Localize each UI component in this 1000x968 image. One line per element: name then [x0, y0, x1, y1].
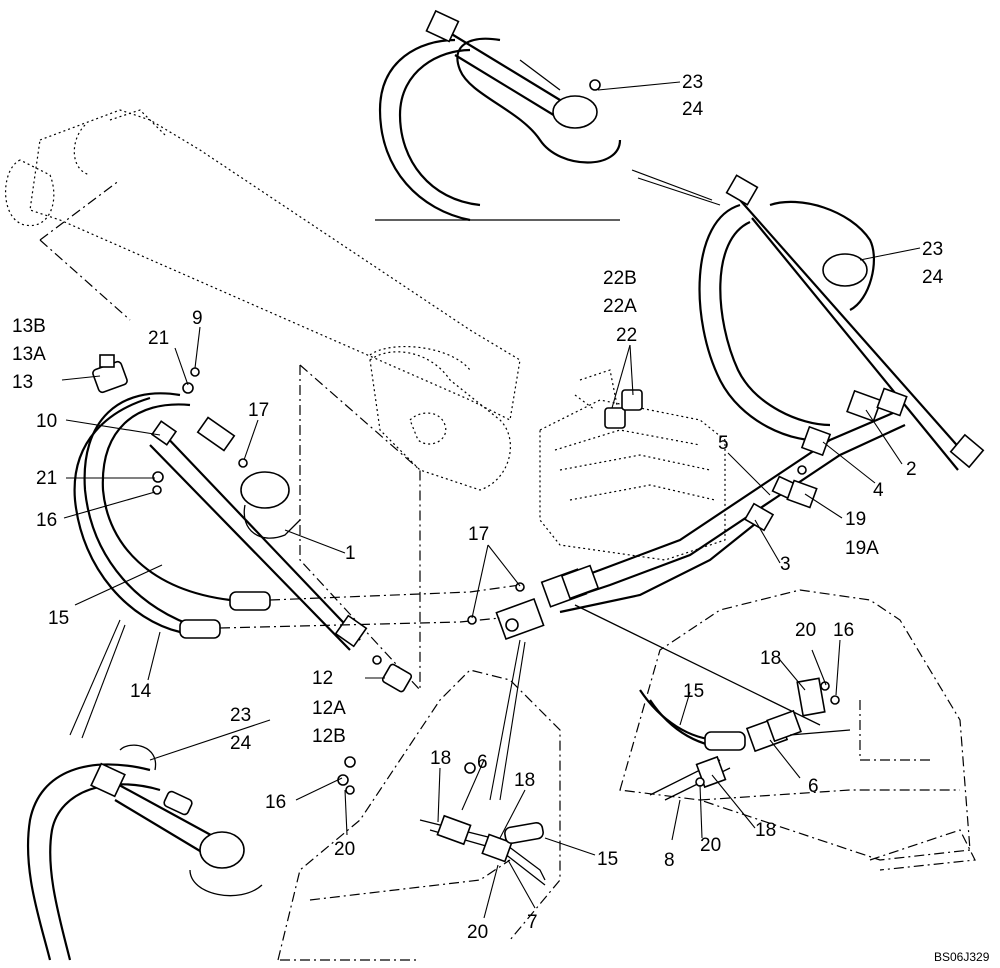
callout-1: 1 [345, 543, 356, 564]
callout-16-left: 16 [36, 510, 57, 531]
callout-7: 7 [527, 912, 538, 933]
callout-2: 2 [906, 459, 917, 480]
callout-13: 13 [12, 372, 33, 393]
callout-23-top: 23 [682, 72, 703, 93]
callout-13b: 13B [12, 316, 46, 337]
callout-15-center: 15 [597, 849, 618, 870]
callout-6-center: 6 [477, 752, 488, 773]
callout-20-right-top: 20 [795, 620, 816, 641]
center-cylinder-outline [369, 351, 511, 491]
callout-18-right-top: 18 [760, 648, 781, 669]
steel-lines [544, 387, 908, 614]
left-hose-loop [73, 392, 271, 639]
leader-lines [61, 81, 921, 919]
callout-15-left: 15 [48, 608, 69, 629]
boom-cylinder-outline [5, 109, 521, 421]
callout-16-center: 16 [265, 792, 286, 813]
callout-4: 4 [873, 480, 884, 501]
inset-top-link-line [631, 169, 713, 201]
callout-18-right-bottom: 18 [755, 820, 776, 841]
callout-9: 9 [192, 308, 203, 329]
routing-lines [69, 584, 526, 801]
callout-5: 5 [718, 433, 729, 454]
hose-1-assembly [149, 416, 368, 651]
callout-10: 10 [36, 411, 57, 432]
callout-21-lower: 21 [36, 468, 57, 489]
callout-21-upper: 21 [148, 328, 169, 349]
callout-17-upper: 17 [248, 400, 269, 421]
fitting-13 [92, 354, 128, 394]
callout-24-right: 24 [922, 267, 944, 288]
right-hose-loop [698, 174, 985, 471]
fitting-22 [604, 389, 643, 429]
inset-top-link-line-2 [637, 177, 721, 206]
callout-20-center-left: 20 [334, 839, 355, 860]
callout-3: 3 [780, 554, 791, 575]
lower-right-bracket [639, 677, 851, 801]
callout-8: 8 [664, 850, 675, 871]
callout-12b: 12B [312, 726, 346, 747]
callout-labels: 23 24 23 24 22B 22A 22 13B 13A 13 21 9 1… [12, 72, 990, 964]
lower-center-bracket [337, 756, 546, 886]
callout-14: 14 [130, 681, 152, 702]
callout-16-right: 16 [833, 620, 854, 641]
callout-19a: 19A [845, 538, 879, 559]
top-inset-hose-loop [375, 9, 622, 222]
callout-17-center: 17 [468, 524, 489, 545]
callout-12a: 12A [312, 698, 346, 719]
callout-23-right: 23 [922, 239, 943, 260]
center-block-fittings [495, 564, 821, 726]
callout-24-top: 24 [682, 99, 704, 120]
callout-22a: 22A [603, 296, 637, 317]
callout-22b: 22B [603, 268, 637, 289]
callout-18-center-left: 18 [430, 748, 451, 769]
callout-19: 19 [845, 509, 866, 530]
lower-left-inset-hose-loop [26, 744, 263, 961]
callout-23-left: 23 [230, 705, 251, 726]
callout-20-right-bottom: 20 [700, 835, 721, 856]
callout-13a: 13A [12, 344, 46, 365]
callout-18-center-right: 18 [514, 770, 535, 791]
callout-15-right: 15 [683, 681, 704, 702]
callout-24-left: 24 [230, 733, 252, 754]
callout-22: 22 [616, 325, 637, 346]
callout-6-right: 6 [808, 776, 819, 797]
drawing-reference: BS06J329 [934, 950, 990, 964]
callout-20-center-bottom: 20 [467, 922, 488, 943]
fitting-12 [372, 655, 413, 693]
callout-12: 12 [312, 668, 333, 689]
